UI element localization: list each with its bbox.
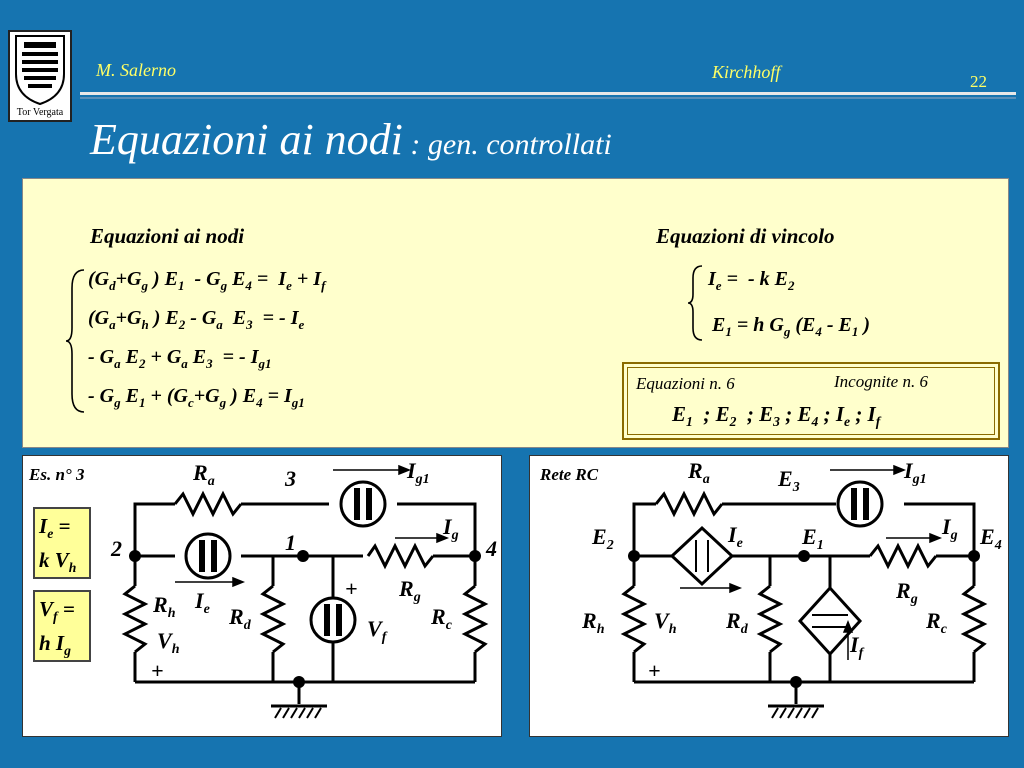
right-circuit-panel: Rete RC Ra E3 Ig1 E2 Ie E1 Ig E4 Rh Vh R…: [529, 455, 1009, 737]
university-logo: Tor Vergata: [8, 30, 72, 122]
ra-label: Ra: [687, 458, 710, 487]
node-1-label: 1: [285, 530, 296, 555]
left-circuit-diagram: Es. n° 3 Ra 3 Ig1 2 1 4 Ig Rh Ie Rd Vh R…: [28, 458, 497, 719]
constraint-equation-2: E1 = h Gg (E4 - E1 ): [712, 314, 870, 339]
left-brace: [65, 269, 85, 413]
ie-label: Ie: [194, 588, 210, 617]
node-2-label: 2: [110, 536, 122, 561]
node-e2-label: E2: [591, 524, 614, 553]
node-e1-label: E1: [801, 524, 824, 553]
rg-label: Rg: [895, 578, 918, 607]
vf-label: Vf: [367, 616, 388, 645]
if-label: If: [849, 632, 865, 661]
rc-label: Rc: [925, 608, 948, 637]
node-e4-label: E4: [979, 524, 1002, 553]
rh-resistor: [121, 584, 149, 654]
ig1-current-source: [339, 480, 387, 528]
circuit-nodes: [129, 550, 481, 688]
title-sub: : gen. controllati: [402, 128, 612, 161]
if-controlled-source: [797, 585, 863, 657]
unknowns-list: E1 ; E2 ; E3 ; E4 ; Ie ; If: [672, 402, 881, 430]
ig-label: Ig: [941, 514, 958, 543]
node-equation-4: - Gg E1 + (Gc+Gg ) E4 = Ig1: [88, 385, 305, 410]
rd-resistor: [756, 584, 784, 654]
slide-title: Equazioni ai nodi : gen. controllati: [90, 114, 612, 165]
ig-label: Ig: [442, 514, 459, 543]
header-divider: [80, 92, 1016, 95]
rh-resistor: [620, 584, 648, 654]
count-summary-box: [622, 362, 1000, 440]
page-number: 22: [970, 72, 987, 91]
rg-resistor: [366, 542, 435, 570]
unknowns-count: Incognite n. 6: [834, 372, 928, 391]
header-divider-shadow: [80, 97, 1016, 99]
left-circuit-panel: Es. n° 3 Ra 3 Ig1 2 1 4 Ig Rh Ie Rd Vh R…: [22, 455, 502, 737]
rd-label: Rd: [725, 608, 749, 637]
rg-label: Rg: [398, 576, 421, 605]
node-e3-label: E3: [777, 466, 800, 495]
ra-resistor: [173, 490, 243, 518]
rh-label: Rh: [581, 608, 605, 637]
ie-controlled-source: [669, 525, 735, 587]
circuit-caption: Es. n° 3: [28, 465, 85, 484]
ig1-label: Ig1: [903, 458, 927, 487]
vh-label: Vh: [654, 608, 677, 637]
ig1-label: Ig1: [406, 458, 430, 487]
vf-plus-sign: +: [345, 576, 358, 601]
node-equation-2: (Ga+Gh ) E2 - Ga E3 = - Ie: [88, 307, 305, 332]
node-equation-1: (Gd+Gg ) E1 - Gg E4 = Ie + If: [88, 268, 326, 293]
ra-label: Ra: [192, 460, 215, 489]
rh-label: Rh: [152, 592, 176, 621]
ie-definition-box: Ie =k Vh: [33, 507, 91, 579]
vh-plus-sign: +: [648, 658, 661, 683]
ground-symbol: [771, 707, 819, 719]
ig1-current-source: [836, 480, 884, 528]
ground-symbol: [274, 707, 322, 719]
topic-label: Kirchhoff: [712, 62, 781, 82]
title-main: Equazioni ai nodi: [90, 115, 403, 164]
vf-voltage-source: [309, 596, 357, 644]
node-equations-heading: Equazioni ai nodi: [90, 224, 245, 248]
circuit-nodes: [628, 550, 980, 688]
tower-shield-icon: [15, 35, 65, 106]
right-brace: [687, 265, 703, 341]
constraint-equations-heading: Equazioni di vincolo: [656, 224, 835, 248]
rd-resistor: [259, 584, 287, 654]
ra-resistor: [654, 490, 724, 518]
ie-current-source: [184, 532, 232, 580]
wire: [133, 502, 175, 554]
right-circuit-diagram: Rete RC Ra E3 Ig1 E2 Ie E1 Ig E4 Rh Vh R…: [539, 458, 1002, 719]
vf-definition-box: Vf =h Ig: [33, 590, 91, 662]
vh-plus-sign: +: [151, 658, 164, 683]
rg-resistor: [868, 542, 938, 570]
circuit-caption: Rete RC: [539, 465, 599, 484]
logo-caption: Tor Vergata: [16, 107, 64, 118]
author-name: M. Salerno: [96, 60, 176, 80]
node-3-label: 3: [284, 466, 296, 491]
node-equation-3: - Ga E2 + Ga E3 = - Ig1: [88, 346, 272, 371]
equations-count: Equazioni n. 6: [636, 374, 735, 393]
vh-label: Vh: [157, 628, 180, 657]
rd-label: Rd: [228, 604, 252, 633]
node-4-label: 4: [485, 536, 497, 561]
rc-resistor: [960, 584, 988, 654]
equations-panel: [22, 178, 1009, 448]
rc-resistor: [461, 584, 489, 654]
rc-label: Rc: [430, 604, 453, 633]
ie-label: Ie: [727, 522, 743, 551]
constraint-equation-1: Ie = - k E2: [708, 268, 795, 293]
